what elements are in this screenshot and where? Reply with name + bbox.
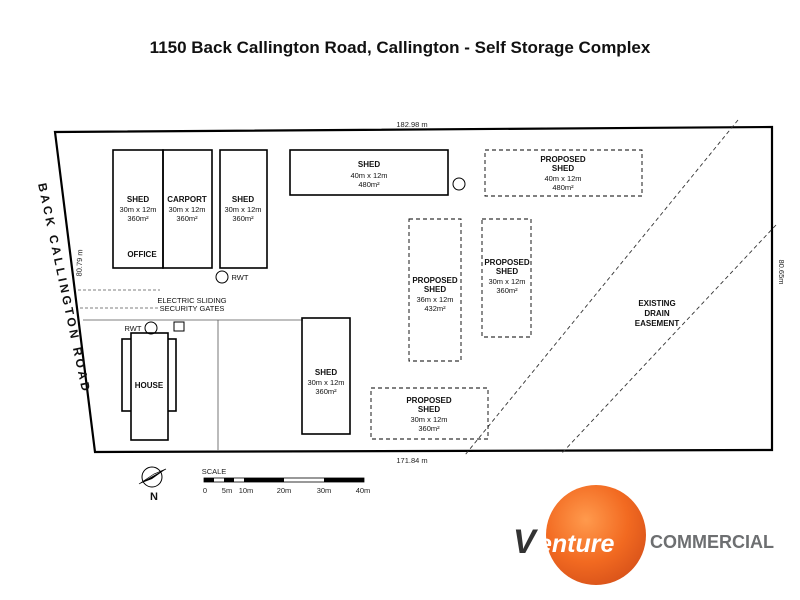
north-label: N [150,491,158,503]
gates-label-line2: SECURITY GATES [160,304,225,313]
shed-office-area: 360m² [127,214,149,223]
top-dimension: 182.98 m [396,120,427,129]
shed-3-name: SHED [232,195,254,204]
proposed-shed-1-area: 480m² [552,183,574,192]
proposed-shed-3 [481,218,532,338]
shed-4 [289,149,449,196]
proposed-shed-4-name2: SHED [418,405,440,414]
carport [162,149,213,269]
scale-tick-40: 40m [356,486,371,495]
site-boundary [53,125,774,454]
proposed-shed-4-area: 360m² [418,424,440,433]
house-inner [130,332,169,441]
rwt-label-middle: RWT [232,273,249,282]
shed-4-name: SHED [358,160,380,169]
scale-tick-5: 5m [222,486,232,495]
easement-line-2 [561,224,777,454]
rwt-tank-middle [215,270,229,284]
bottom-dimension: 171.84 m [396,456,427,465]
shed-lower-name: SHED [315,368,337,377]
shed-lower [301,317,351,435]
proposed-shed-2-area: 432m² [424,304,446,313]
north-arrow-icon [138,466,167,488]
drain-label-line3: EASEMENT [635,319,680,328]
venture-commercial-logo: V enture COMMERCIAL [513,485,774,585]
gates-label-line1: ELECTRIC SLIDING [157,296,226,305]
proposed-shed-3-name: PROPOSED [484,258,530,267]
easement-line-1 [464,119,739,456]
drain-label-line1: EXISTING [638,299,675,308]
proposed-shed-2-size: 36m x 12m [416,295,453,304]
proposed-shed-4-size: 30m x 12m [410,415,447,424]
proposed-shed-1-name2: SHED [552,164,574,173]
carport-size: 30m x 12m [168,205,205,214]
logo-orb [546,485,646,585]
shed-office-size: 30m x 12m [119,205,156,214]
shed-4-area: 480m² [358,180,380,189]
scale-tick-10: 10m [239,486,254,495]
rwt-tank-house [144,321,158,335]
proposed-shed-3-name2: SHED [496,267,518,276]
shed-4-size: 40m x 12m [350,171,387,180]
drain-label-line2: DRAIN [644,309,670,318]
shed-3 [219,149,268,269]
proposed-shed-4 [370,387,489,440]
left-dimension: 80.79 m [75,249,85,276]
right-dimension: 80.65m [777,259,786,284]
proposed-shed-1 [484,149,643,197]
utility-box [173,321,185,332]
proposed-shed-2 [408,218,462,362]
carport-area: 360m² [176,214,198,223]
office-label: OFFICE [127,250,157,259]
proposed-shed-3-area: 360m² [496,286,518,295]
scale-tick-0: 0 [203,486,207,495]
scale-bar: SCALE 0 5m 10m 20m 30m 40m [202,467,371,495]
shed-lower-size: 30m x 12m [307,378,344,387]
scale-tick-30: 30m [317,486,332,495]
shed-lower-area: 360m² [315,387,337,396]
proposed-shed-2-name2: SHED [424,285,446,294]
rwt-tank-top [452,177,466,191]
scale-title: SCALE [202,467,227,476]
carport-name: CARPORT [167,195,207,204]
house-label: HOUSE [135,381,164,390]
scale-tick-20: 20m [277,486,292,495]
logo-enture: enture [538,530,615,558]
shed-office-name: SHED [127,195,149,204]
proposed-shed-1-name: PROPOSED [540,155,586,164]
rwt-label-house: RWT [125,324,142,333]
shed-3-size: 30m x 12m [224,205,261,214]
page-title: 1150 Back Callington Road, Callington - … [149,38,651,57]
logo-commercial: COMMERCIAL [650,532,774,552]
proposed-shed-3-size: 30m x 12m [488,277,525,286]
proposed-shed-1-size: 40m x 12m [544,174,581,183]
proposed-shed-4-name: PROPOSED [406,396,452,405]
proposed-shed-2-name: PROPOSED [412,276,458,285]
logo-v: V [513,523,539,561]
shed-3-area: 360m² [232,214,254,223]
